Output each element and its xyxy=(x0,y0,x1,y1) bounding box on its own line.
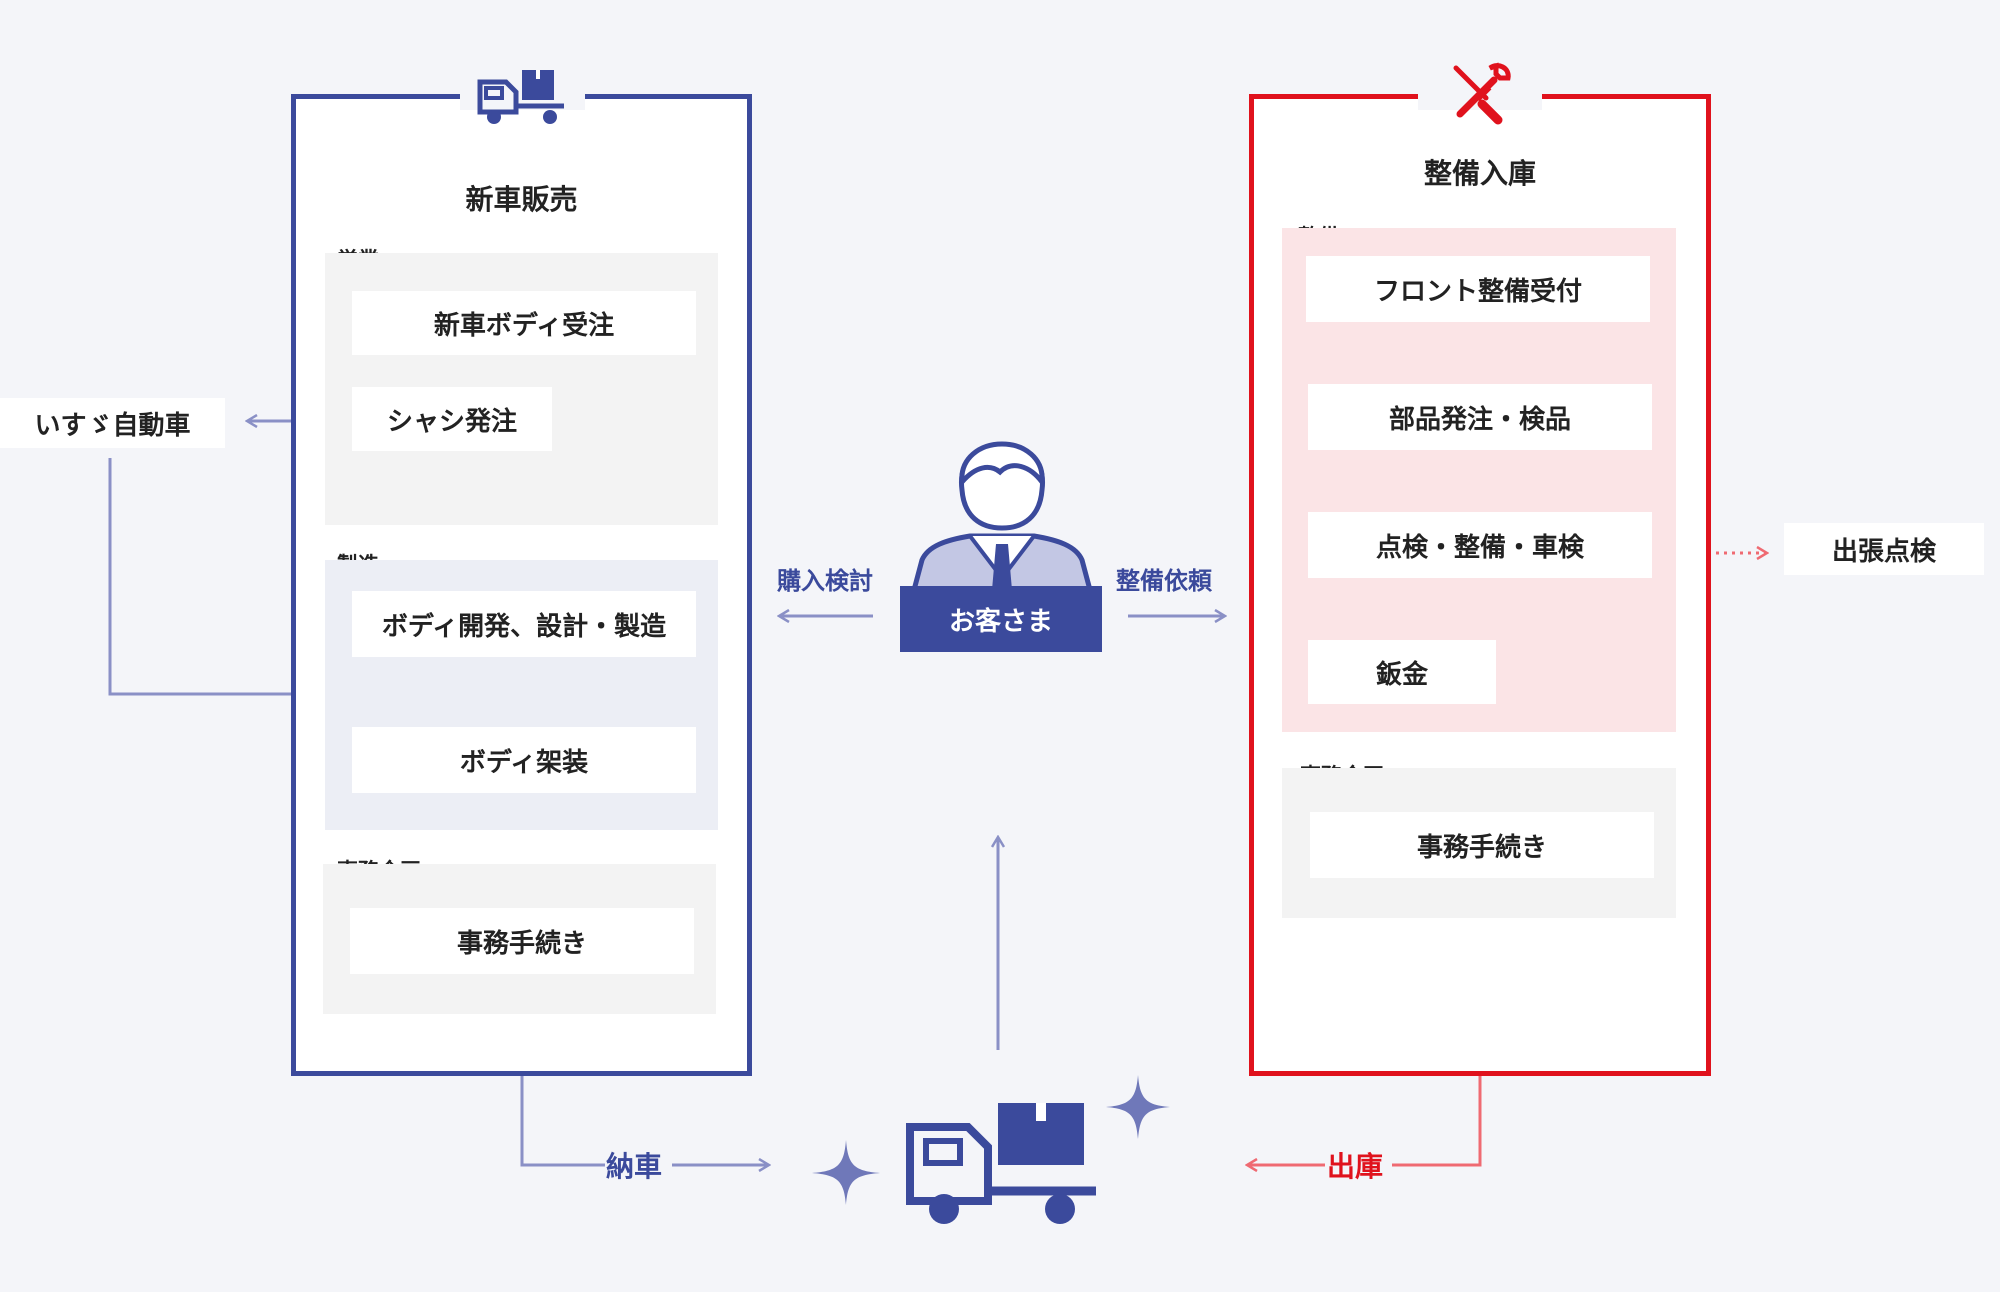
delivery-label: 納車 xyxy=(606,1150,663,1183)
tools-icon xyxy=(1453,62,1511,125)
body-mounting-box: ボディ架装 xyxy=(352,727,696,793)
parts-order-box: 部品発注・検品 xyxy=(1308,384,1652,450)
isuzu-box: いすゞ自動車 xyxy=(0,398,225,448)
sheet-metal-box: 鈑金 xyxy=(1308,640,1496,704)
field-inspection-box: 出張点検 xyxy=(1784,523,1984,575)
right-paperwork-box: 事務手続き xyxy=(1310,812,1654,878)
purchase-consideration-label: 購入検討 xyxy=(777,567,873,595)
maintenance-request-label: 整備依頼 xyxy=(1116,567,1212,595)
inspection-box: 点検・整備・車検 xyxy=(1308,512,1652,578)
dispatch-label: 出庫 xyxy=(1327,1150,1384,1183)
chassis-order-box: シャシ発注 xyxy=(352,387,552,451)
customer-icon xyxy=(911,441,1093,590)
left-paperwork-box: 事務手続き xyxy=(350,908,694,974)
maintenance-intake-title: 整備入庫 xyxy=(1423,157,1536,190)
new-car-sales-title: 新車販売 xyxy=(465,183,578,216)
body-order-box: 新車ボディ受注 xyxy=(352,291,696,355)
truck-icon xyxy=(477,70,564,124)
customer-box: お客さま xyxy=(900,586,1102,652)
front-reception-box: フロント整備受付 xyxy=(1306,256,1650,322)
delivery-truck-icon xyxy=(812,1075,1170,1224)
body-development-box: ボディ開発、設計・製造 xyxy=(352,591,696,657)
